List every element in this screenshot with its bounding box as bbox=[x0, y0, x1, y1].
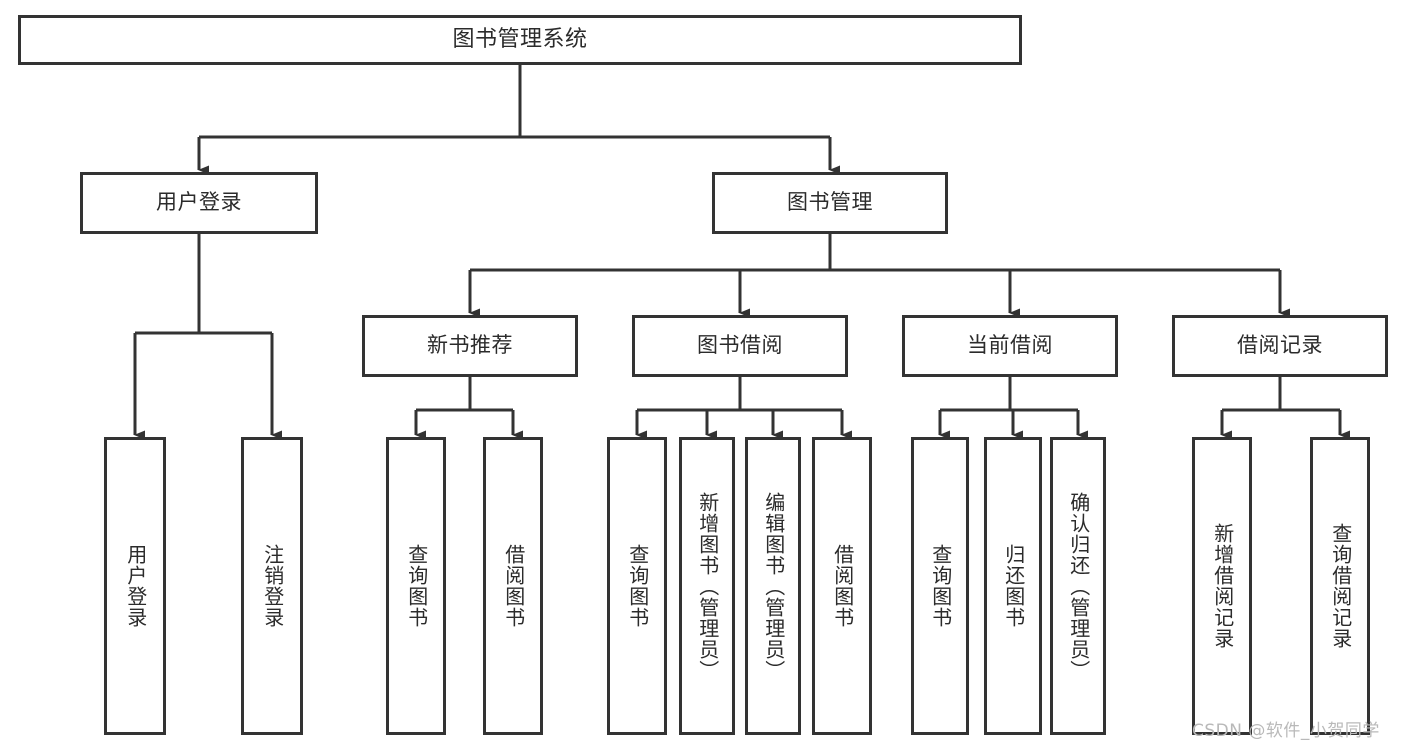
node-leaf-0-0[interactable]: 用户登录 bbox=[104, 437, 166, 735]
node-leaf-3-2[interactable]: 编辑图书（管理员） bbox=[745, 437, 801, 735]
node-leaf-5-1[interactable]: 查询借阅记录 bbox=[1310, 437, 1370, 735]
node-leaf-3-3[interactable]: 借阅图书 bbox=[812, 437, 872, 735]
node-leaf-0-1-label: 注销登录 bbox=[260, 544, 285, 628]
node-leaf-3-1[interactable]: 新增图书（管理员） bbox=[679, 437, 735, 735]
node-branch-3[interactable]: 图书借阅 bbox=[632, 315, 848, 377]
node-leaf-4-2[interactable]: 确认归还（管理员） bbox=[1050, 437, 1106, 735]
node-branch-1[interactable]: 图书管理 bbox=[712, 172, 948, 234]
node-branch-3-label: 图书借阅 bbox=[697, 333, 783, 358]
node-leaf-5-1-label: 查询借阅记录 bbox=[1328, 523, 1353, 649]
node-leaf-5-0[interactable]: 新增借阅记录 bbox=[1192, 437, 1252, 735]
node-branch-2-label: 新书推荐 bbox=[427, 333, 513, 358]
node-leaf-2-1[interactable]: 借阅图书 bbox=[483, 437, 543, 735]
node-leaf-4-0-label: 查询图书 bbox=[928, 544, 953, 628]
edges-group bbox=[133, 65, 1350, 440]
node-leaf-4-1[interactable]: 归还图书 bbox=[984, 437, 1042, 735]
node-branch-0[interactable]: 用户登录 bbox=[80, 172, 318, 234]
node-leaf-3-2-label: 编辑图书（管理员） bbox=[761, 491, 786, 681]
node-leaf-5-0-label: 新增借阅记录 bbox=[1210, 523, 1235, 649]
node-branch-4-label: 当前借阅 bbox=[967, 333, 1053, 358]
node-leaf-3-0-label: 查询图书 bbox=[625, 544, 650, 628]
node-root-system[interactable]: 图书管理系统 bbox=[18, 15, 1022, 65]
node-leaf-4-2-label: 确认归还（管理员） bbox=[1066, 491, 1091, 681]
node-leaf-3-0[interactable]: 查询图书 bbox=[607, 437, 667, 735]
node-branch-0-label: 用户登录 bbox=[156, 190, 242, 215]
node-root-system-label: 图书管理系统 bbox=[452, 26, 588, 52]
node-leaf-2-0-label: 查询图书 bbox=[404, 544, 429, 628]
node-leaf-3-1-label: 新增图书（管理员） bbox=[695, 491, 720, 681]
node-leaf-2-1-label: 借阅图书 bbox=[501, 544, 526, 628]
node-leaf-4-1-label: 归还图书 bbox=[1001, 544, 1026, 628]
node-branch-5[interactable]: 借阅记录 bbox=[1172, 315, 1388, 377]
node-leaf-0-0-label: 用户登录 bbox=[123, 544, 148, 628]
node-leaf-0-1[interactable]: 注销登录 bbox=[241, 437, 303, 735]
node-leaf-3-3-label: 借阅图书 bbox=[830, 544, 855, 628]
node-branch-2[interactable]: 新书推荐 bbox=[362, 315, 578, 377]
node-branch-1-label: 图书管理 bbox=[787, 190, 873, 215]
node-branch-5-label: 借阅记录 bbox=[1237, 333, 1323, 358]
node-branch-4[interactable]: 当前借阅 bbox=[902, 315, 1118, 377]
node-leaf-4-0[interactable]: 查询图书 bbox=[911, 437, 969, 735]
node-leaf-2-0[interactable]: 查询图书 bbox=[386, 437, 446, 735]
